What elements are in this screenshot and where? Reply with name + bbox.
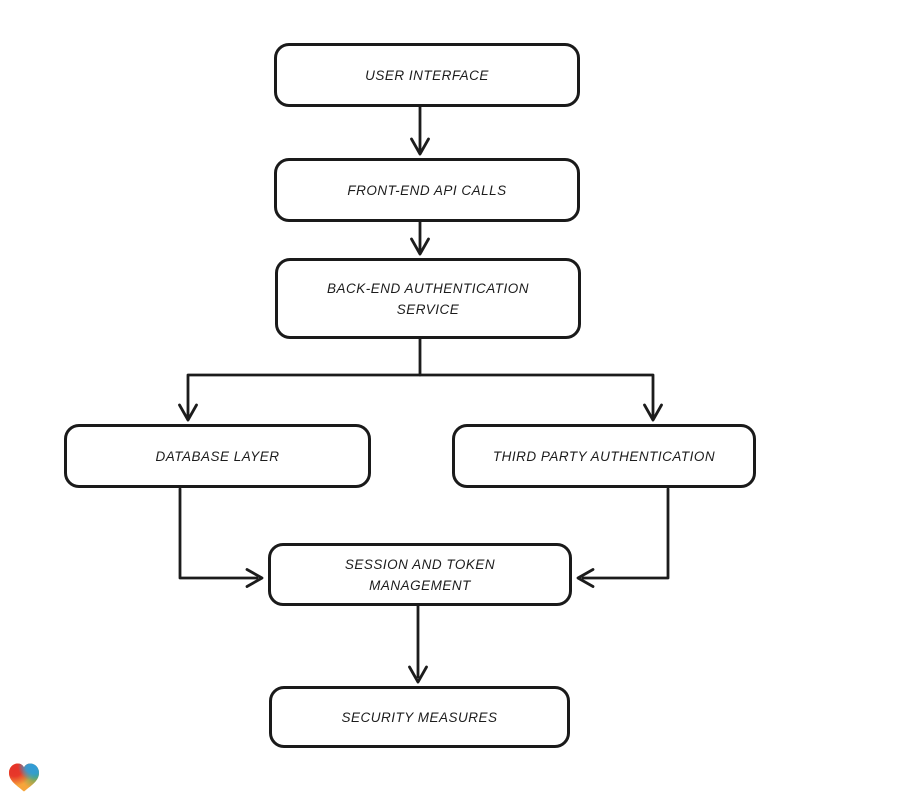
edge-line — [178, 487, 259, 580]
arrowhead-left-icon — [576, 568, 595, 588]
edge-backend-to-database — [178, 336, 422, 422]
node-label: DATABASE LAYER — [155, 448, 280, 464]
node-database-layer[interactable]: DATABASE LAYER — [64, 424, 371, 488]
arrowhead-down-icon — [643, 403, 663, 422]
node-third-party-authentication[interactable]: THIRD PARTY AUTHENTICATION — [452, 424, 756, 488]
node-label: FRONT-END API CALLS — [347, 182, 507, 198]
edge-ui-to-frontend — [410, 105, 430, 156]
arrowhead-down-icon — [410, 237, 430, 256]
node-session-and-token-management[interactable]: SESSION AND TOKEN MANAGEMENT — [268, 543, 572, 606]
arrowhead-down-icon — [408, 665, 428, 684]
node-front-end-api-calls[interactable]: FRONT-END API CALLS — [274, 158, 580, 222]
edge-third-party-to-session — [576, 487, 670, 588]
edge-line — [186, 336, 422, 418]
node-user-interface[interactable]: USER INTERFACE — [274, 43, 580, 107]
heart-blue-blend — [9, 763, 39, 792]
node-back-end-authentication-service[interactable]: BACK-END AUTHENTICATION SERVICE — [275, 258, 581, 339]
edge-session-to-security — [408, 604, 428, 684]
edge-frontend-to-backend — [410, 220, 430, 256]
edge-database-to-session — [178, 487, 264, 588]
edge-backend-to-third-party — [418, 373, 663, 422]
heart-gradient-fill — [9, 763, 39, 792]
edge-line — [581, 487, 670, 580]
node-label: SESSION AND TOKEN MANAGEMENT — [344, 556, 496, 593]
arrowhead-down-icon — [178, 403, 198, 422]
node-label: BACK-END AUTHENTICATION SERVICE — [326, 280, 529, 317]
arrowhead-right-icon — [245, 568, 264, 588]
node-label: THIRD PARTY AUTHENTICATION — [492, 448, 716, 464]
gradient-heart-icon — [9, 763, 39, 792]
node-label: USER INTERFACE — [365, 67, 489, 83]
arrowhead-down-icon — [410, 137, 430, 156]
edge-line — [418, 373, 655, 418]
eraser-watermark-logo[interactable] — [8, 762, 40, 793]
node-label: SECURITY MEASURES — [341, 709, 498, 725]
node-security-measures[interactable]: SECURITY MEASURES — [269, 686, 570, 748]
